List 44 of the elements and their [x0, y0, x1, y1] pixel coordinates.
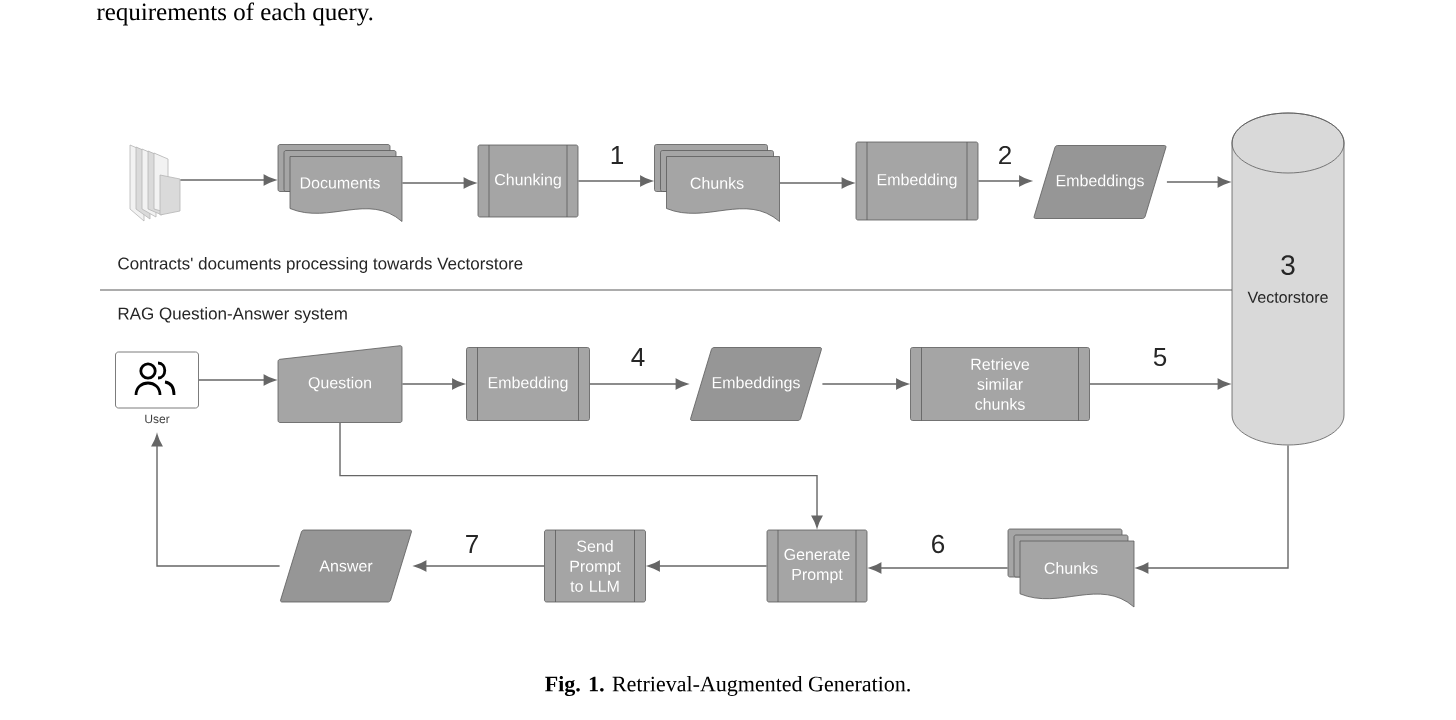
arrow	[179, 174, 276, 186]
arrow	[779, 177, 854, 189]
section-label: Contracts' documents processing towards Vectorstore	[118, 257, 523, 273]
document-stack: Chunks	[1007, 528, 1135, 608]
node-label: User	[145, 414, 170, 424]
body-text: requirements of each query.	[96, 2, 373, 26]
step-number: 2	[995, 143, 1015, 167]
arrow	[401, 378, 465, 390]
caption: Fig. 1. Retrieval-Augmented Generation.	[545, 675, 910, 697]
document-stack: Documents	[277, 144, 403, 222]
arrow	[821, 378, 909, 390]
arrow	[339, 422, 823, 528]
process-box: Generate Prompt	[766, 529, 868, 603]
arrow	[1136, 444, 1289, 574]
process-box: Retrieve similar chunks	[910, 347, 1090, 421]
folder-icon	[129, 144, 181, 222]
user-box: User	[115, 351, 199, 424]
arrow	[401, 177, 476, 189]
section-label: RAG Question-Answer system	[118, 307, 347, 323]
arrow	[198, 374, 276, 386]
arrow	[977, 175, 1032, 187]
process-box: Chunking	[477, 144, 579, 218]
database-cylinder: 3 Vectorstore	[1231, 112, 1345, 446]
document-stack: Chunks	[654, 144, 780, 222]
data-parallelogram: Embeddings	[690, 347, 822, 421]
arrow	[151, 434, 281, 567]
arrow	[589, 378, 688, 390]
step-number: 6	[928, 532, 948, 556]
step-number: 7	[462, 533, 482, 555]
arrow	[1166, 176, 1230, 188]
step-number: 5	[1150, 345, 1170, 369]
step-number: 1	[607, 144, 627, 166]
arrow	[1089, 378, 1230, 390]
step-number: 4	[628, 346, 648, 368]
manual-input-box: Question	[277, 345, 403, 423]
process-box: Embedding	[466, 347, 590, 421]
process-box: Embedding	[855, 141, 979, 221]
data-parallelogram: Embeddings	[1033, 145, 1167, 219]
arrow	[414, 560, 545, 572]
arrow	[577, 175, 653, 187]
process-box: Send Prompt to LLM	[544, 529, 646, 603]
arrow	[647, 560, 768, 572]
data-parallelogram: Answer	[280, 529, 412, 603]
arrow	[869, 562, 1009, 574]
